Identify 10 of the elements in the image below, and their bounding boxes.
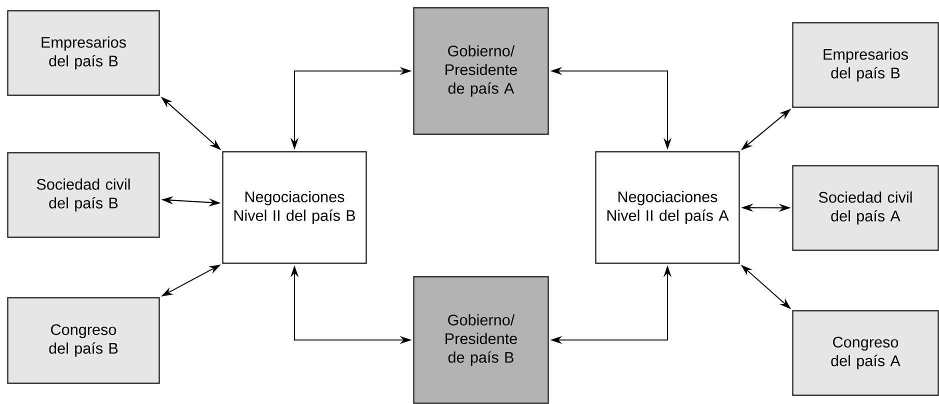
negotiation-box: Negociaciones Nivel II del país B [222, 151, 367, 264]
actor-box: Sociedad civil del país A [792, 165, 939, 251]
actor-box: Empresarios del país B [792, 22, 939, 108]
actor-box: Empresarios del país B [7, 10, 160, 96]
actor-box: Congreso del país A [792, 310, 939, 396]
government-box: Gobierno/ Presidente de país B [413, 276, 549, 404]
government-box: Gobierno/ Presidente de país A [413, 7, 549, 135]
actor-box: Sociedad civil del país B [7, 152, 160, 238]
negotiation-box: Negociaciones Nivel II del país A [595, 151, 740, 264]
actor-box: Congreso del país B [7, 297, 160, 384]
